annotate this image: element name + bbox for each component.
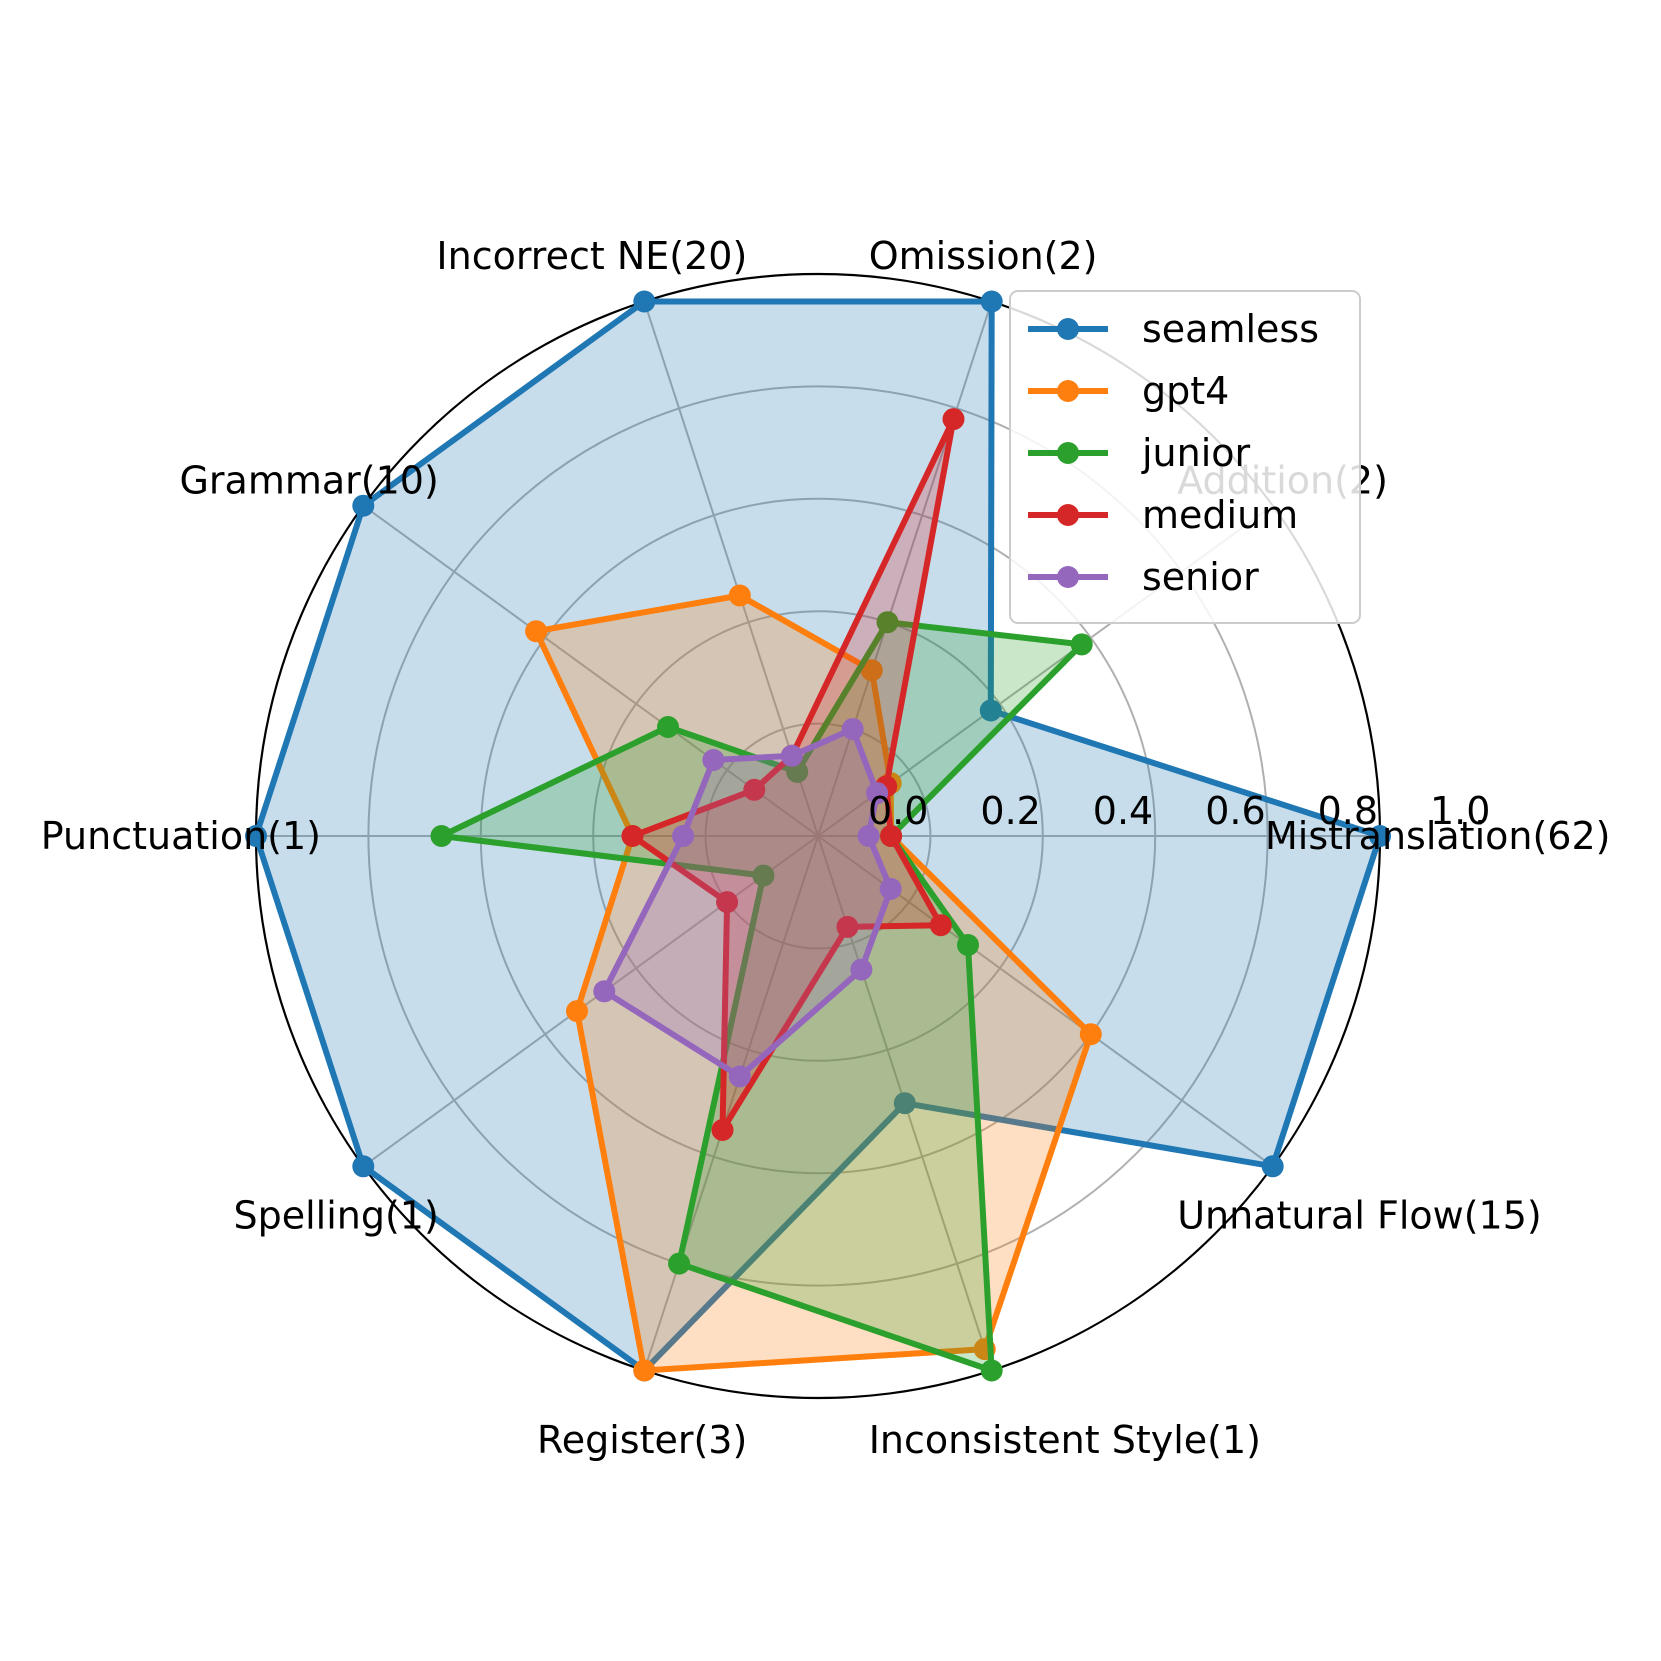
data-point-gpt4: [860, 659, 883, 682]
data-point-junior: [657, 716, 679, 738]
radar-labels: 0.00.20.40.60.81.0Mistranslation(62)Addi…: [41, 234, 1611, 1462]
radial-tick-label: 0.2: [980, 789, 1040, 833]
data-point-junior: [1070, 633, 1093, 656]
radial-tick-label: 1.0: [1430, 789, 1490, 833]
data-point-seamless: [979, 699, 1002, 722]
data-point-seamless: [352, 494, 375, 517]
legend-item-junior: junior: [1028, 431, 1251, 475]
data-point-seamless: [980, 290, 1003, 313]
category-label: Incorrect NE(20): [436, 234, 747, 278]
data-point-senior: [857, 825, 880, 847]
data-point-seamless: [633, 290, 656, 313]
radial-tick-label: 0.8: [1318, 789, 1378, 833]
angular-gridline: [643, 835, 819, 1371]
data-point-seamless: [1369, 825, 1391, 847]
series-junior: [430, 611, 1093, 1382]
data-point-senior: [672, 825, 695, 847]
series-area-senior: [604, 729, 891, 1077]
data-point-senior: [780, 744, 803, 767]
data-point-medium: [716, 891, 739, 914]
data-point-seamless: [352, 1155, 375, 1178]
category-label: Unnatural Flow(15): [1177, 1194, 1542, 1238]
category-label: Omission(2): [869, 234, 1098, 278]
data-point-medium: [711, 1119, 734, 1141]
radial-tick-label: 0.0: [868, 789, 928, 833]
data-point-medium: [880, 825, 903, 847]
data-point-gpt4: [1079, 1023, 1102, 1046]
legend-label-junior: junior: [1141, 431, 1251, 475]
legend: seamless gpt4 junior medium senior: [1009, 290, 1361, 624]
data-point-seamless: [1261, 1155, 1284, 1178]
angular-gridline: [362, 835, 819, 1168]
data-point-junior: [752, 864, 775, 887]
data-point-seamless: [245, 825, 267, 847]
legend-item-senior: senior: [1028, 555, 1259, 599]
data-point-medium: [929, 914, 952, 937]
category-label: Mistranslation(62): [1265, 814, 1610, 858]
series-senior: [593, 718, 902, 1088]
series-area-junior: [441, 622, 1082, 1371]
legend-label-medium: medium: [1142, 493, 1298, 537]
data-point-medium: [836, 915, 859, 938]
angular-gridline: [362, 504, 819, 837]
data-point-medium: [942, 408, 965, 431]
data-point-senior: [728, 1065, 751, 1088]
legend-label-senior: senior: [1142, 555, 1259, 599]
data-point-senior: [850, 958, 873, 981]
data-point-junior: [668, 1252, 691, 1275]
data-point-senior: [879, 877, 902, 900]
legend-item-medium: medium: [1028, 493, 1298, 537]
legend-marker-seamless: [1057, 318, 1079, 340]
category-label: Punctuation(1): [41, 814, 321, 858]
data-point-senior: [841, 718, 864, 741]
data-point-gpt4: [633, 1359, 656, 1382]
data-point-medium: [743, 778, 766, 801]
series-area-seamless: [256, 301, 1380, 1371]
category-label: Register(3): [537, 1418, 747, 1462]
legend-label-gpt4: gpt4: [1142, 369, 1229, 413]
data-point-gpt4: [566, 1000, 588, 1023]
radial-tick-label: 0.6: [1205, 789, 1265, 833]
category-label: Inconsistent Style(1): [869, 1418, 1261, 1462]
data-point-gpt4: [728, 584, 751, 607]
data-point-gpt4: [525, 620, 548, 643]
data-point-senior: [593, 980, 616, 1003]
data-point-junior: [430, 825, 453, 847]
angular-gridline: [817, 301, 993, 837]
legend-item-seamless: seamless: [1028, 307, 1319, 351]
data-point-medium: [621, 825, 644, 847]
series-area-medium: [632, 419, 954, 1131]
data-point-junior: [876, 611, 899, 634]
category-label: Grammar(10): [179, 458, 438, 502]
data-point-junior: [980, 1359, 1003, 1382]
legend-marker-junior: [1057, 442, 1079, 464]
radial-tick-label: 0.4: [1093, 789, 1153, 833]
legend-marker-gpt4: [1057, 380, 1079, 402]
data-point-junior: [957, 934, 979, 956]
legend-item-gpt4: gpt4: [1028, 369, 1229, 413]
data-point-senior: [866, 782, 889, 805]
legend-frame: [1009, 290, 1361, 624]
data-point-seamless: [893, 1092, 916, 1115]
data-point-senior: [702, 749, 725, 771]
legend-marker-senior: [1057, 566, 1079, 588]
radar-series: [245, 290, 1391, 1382]
legend-label-seamless: seamless: [1142, 307, 1319, 351]
category-label: Spelling(1): [233, 1194, 438, 1238]
legend-marker-medium: [1057, 504, 1079, 526]
series-seamless: [245, 290, 1391, 1382]
